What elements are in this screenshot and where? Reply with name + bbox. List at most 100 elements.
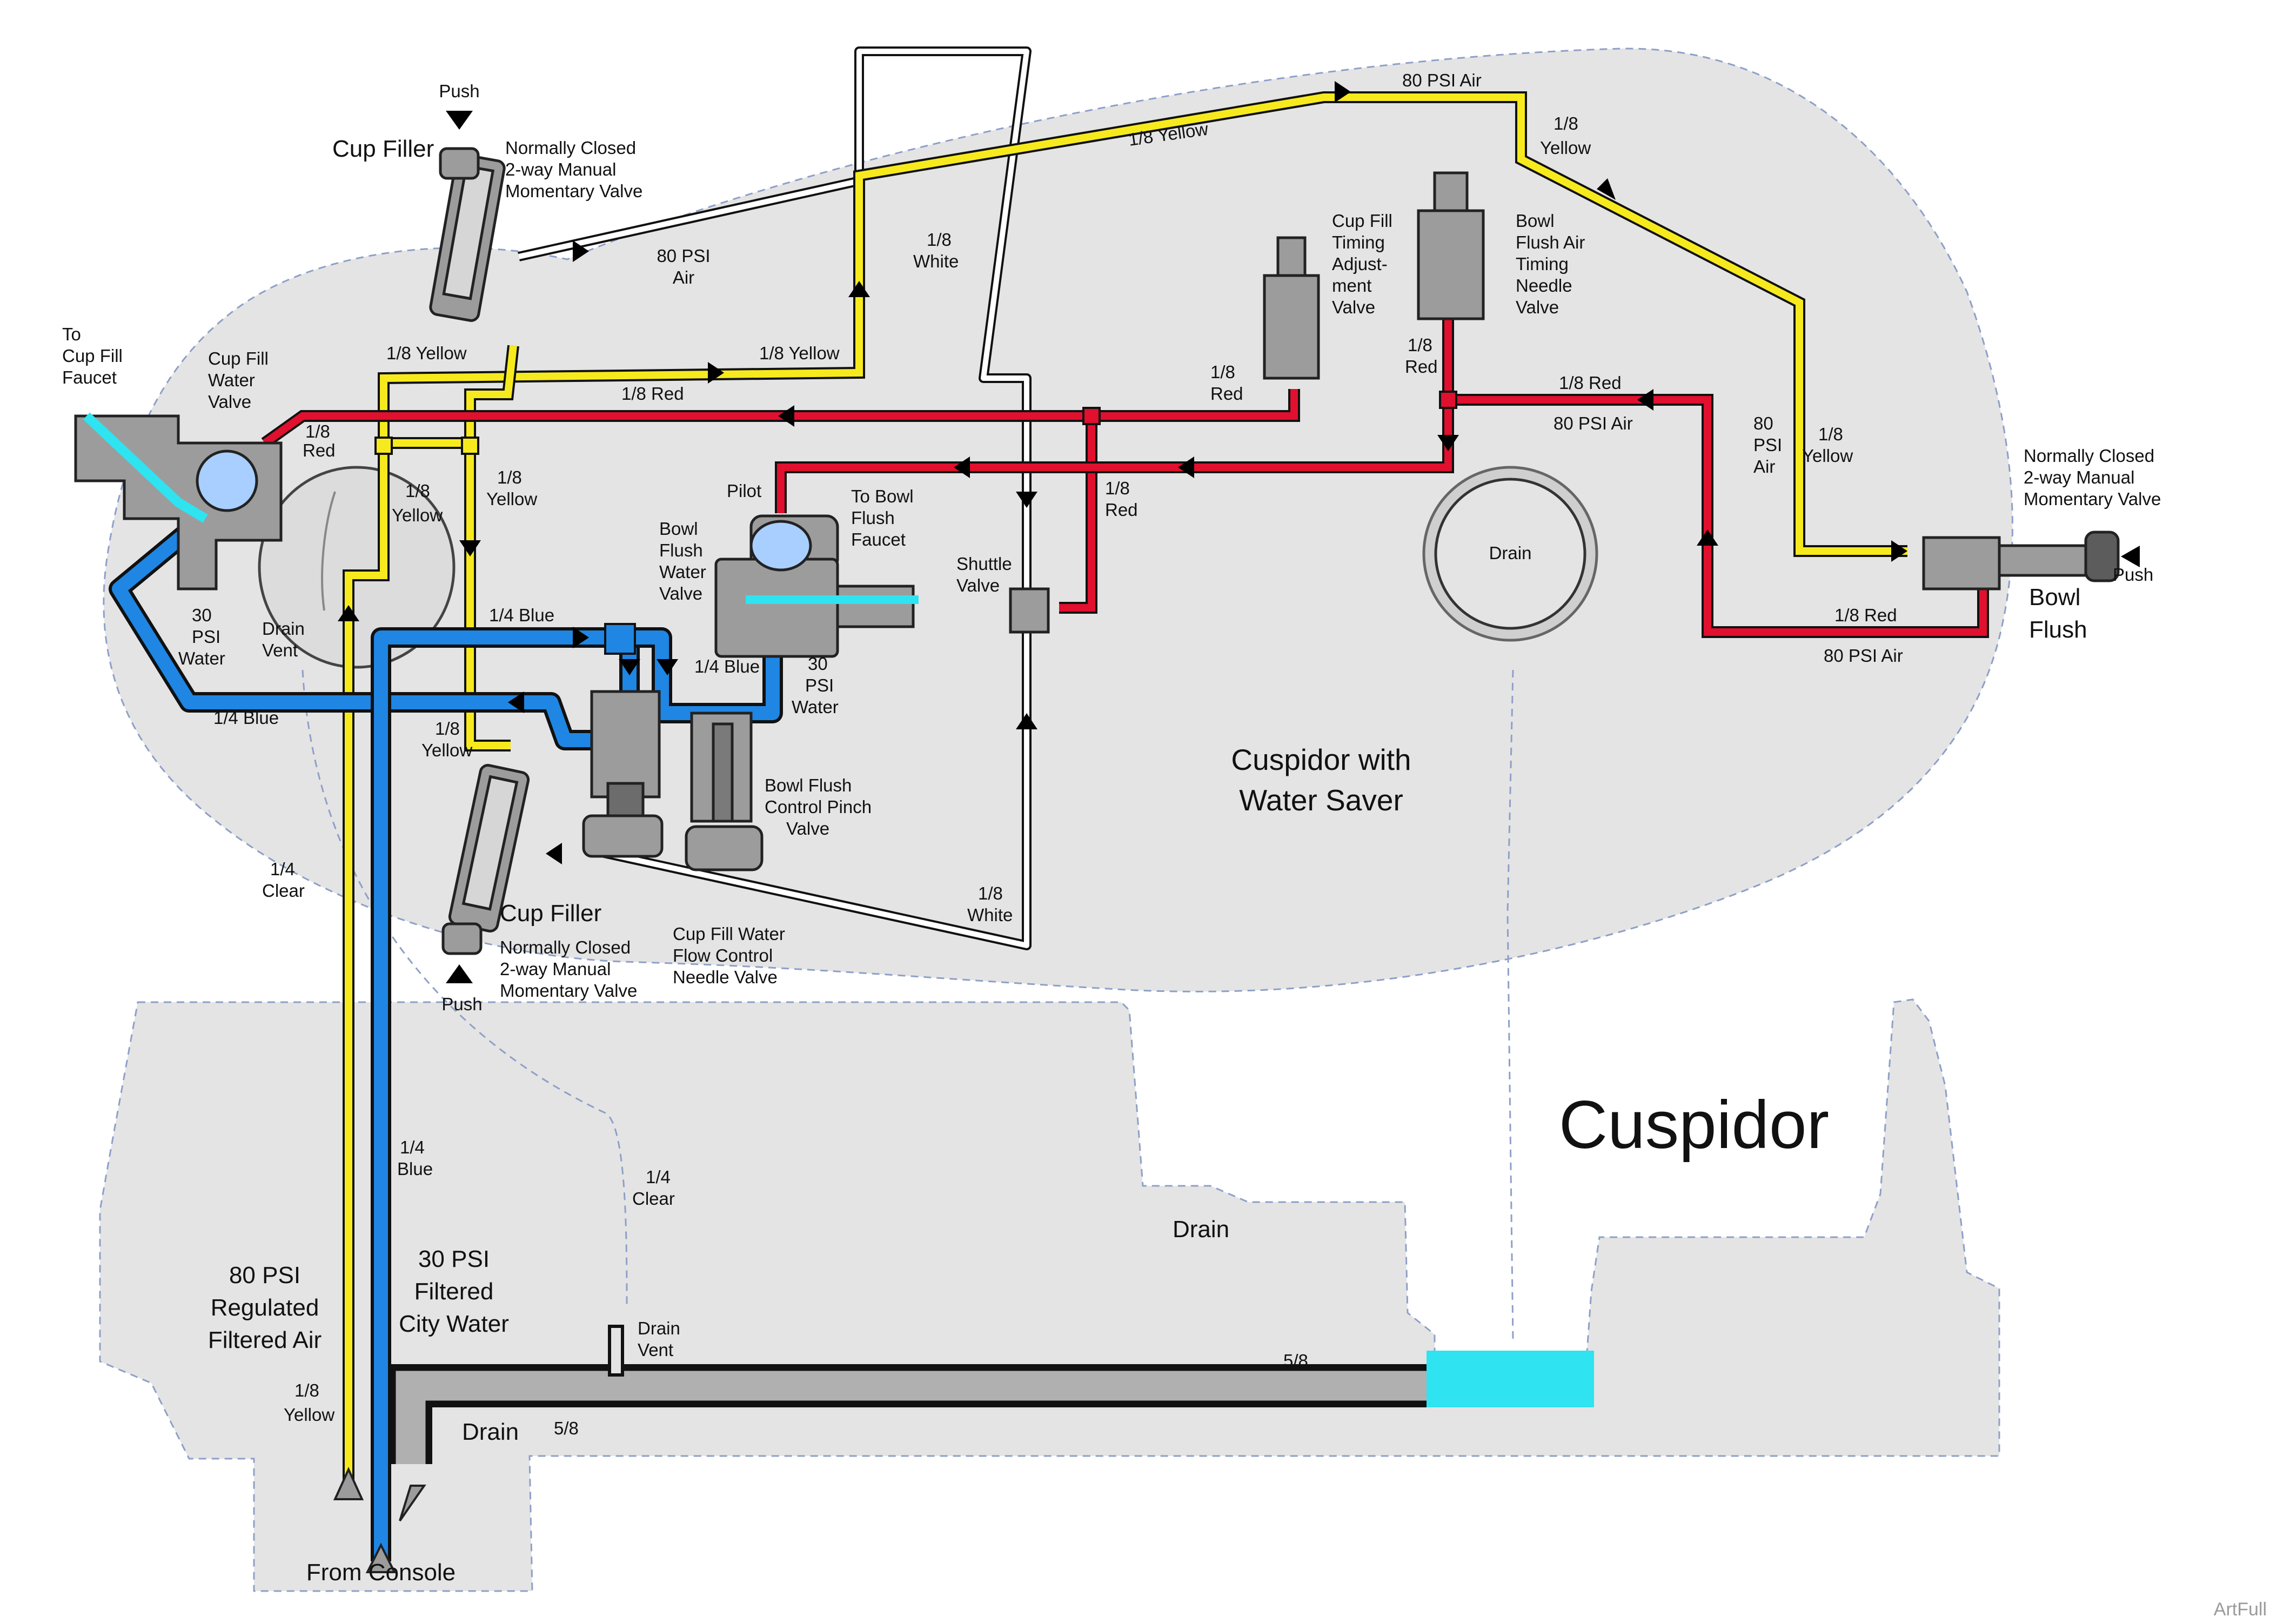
label-size-a: 5/8 <box>1283 1351 1308 1371</box>
label-cft-2: Timing <box>1332 232 1385 252</box>
label-air-red: 80 PSI Air <box>1553 413 1633 433</box>
label-psi30-left-3: Water <box>178 648 225 668</box>
label-red-d-2: Red <box>1405 357 1438 377</box>
label-nc-right-3: Momentary Valve <box>2024 489 2161 509</box>
flow-arrow-icon <box>338 81 1907 864</box>
label-yellow-b: 1/8 Yellow <box>759 343 840 363</box>
label-drain-circle: Drain <box>1489 543 1532 563</box>
label-cft-1: Cup Fill <box>1332 211 1392 231</box>
label-blue-a: 1/4 Blue <box>489 605 554 625</box>
label-blue-d-2: Blue <box>397 1159 433 1179</box>
label-air-vert-2: PSI <box>1753 435 1782 455</box>
label-cff-2: Flow Control <box>673 945 773 965</box>
label-air-reg-2: Regulated <box>211 1294 319 1321</box>
label-nc-bottom-1: Normally Closed <box>500 937 631 957</box>
label-push-bottom: Push <box>441 994 482 1014</box>
label-yellow-d-1: 1/8 <box>497 467 522 487</box>
label-red-d-1: 1/8 <box>1408 335 1432 355</box>
label-nc-top-1: Normally Closed <box>505 138 636 158</box>
label-white-a-1: 1/8 <box>927 230 952 250</box>
valve-icon[interactable] <box>429 147 506 322</box>
label-red-c-2: Red <box>1210 384 1243 404</box>
label-tbf-2: Flush <box>851 508 895 528</box>
label-red-g-1: 1/8 <box>1105 478 1130 498</box>
blue-tube <box>109 502 783 1561</box>
valve-icon <box>685 712 764 871</box>
label-nc-right-1: Normally Closed <box>2024 446 2154 466</box>
label-white-b-2: White <box>967 905 1013 925</box>
label-bfa-5: Valve <box>1516 297 1559 317</box>
label-drain-vent-bottom-1: Drain <box>638 1318 680 1338</box>
label-white-b-1: 1/8 <box>978 883 1003 903</box>
label-tbf-1: To Bowl <box>851 486 914 506</box>
label-from-console: From Console <box>306 1559 456 1586</box>
label-nc-top-2: 2-way Manual <box>505 159 616 179</box>
label-bfa-3: Timing <box>1516 254 1569 274</box>
inlet-triangle-icon <box>333 1467 426 1573</box>
label-blue-b: 1/4 Blue <box>694 656 760 676</box>
label-air-mid-1: 80 PSI <box>657 246 710 266</box>
drain-pipe <box>389 1325 1594 1464</box>
label-yellow-d-2: Yellow <box>486 489 537 509</box>
guide-line-left <box>302 669 628 1308</box>
label-drain-vent-top-1: Drain <box>262 619 305 639</box>
label-cff-3: Needle Valve <box>673 967 778 987</box>
label-red-g-2: Red <box>1105 500 1138 520</box>
label-nc-top-3: Momentary Valve <box>505 181 642 201</box>
label-yellow-a: 1/8 Yellow <box>386 343 467 363</box>
label-yellow-e-2: Yellow <box>1540 138 1591 158</box>
valve-icon <box>1417 171 1485 320</box>
label-blue-c: 1/4 Blue <box>213 708 279 728</box>
bowl-drain-left <box>258 466 456 669</box>
white-tube <box>518 46 1032 950</box>
valve-icon <box>582 690 664 858</box>
label-cup-filler-bottom: Cup Filler <box>500 900 601 927</box>
valve-icon <box>714 514 919 658</box>
label-to-faucet-2: Cup Fill <box>62 346 123 366</box>
label-drain-mid: Drain <box>1173 1216 1229 1243</box>
label-nc-right-2: 2-way Manual <box>2024 467 2134 487</box>
label-clear-b-2: Clear <box>632 1189 675 1209</box>
label-yellow-h-2: Yellow <box>284 1405 334 1425</box>
label-clear-b-1: 1/4 <box>646 1167 671 1187</box>
label-nc-bottom-2: 2-way Manual <box>500 959 611 979</box>
label-cfwv-1: Cup Fill <box>208 348 269 368</box>
label-nc-bottom-3: Momentary Valve <box>500 981 637 1001</box>
label-pinch-1: Bowl Flush <box>765 775 852 795</box>
label-yellow-f-1: 1/8 <box>1818 424 1843 444</box>
label-size-b: 5/8 <box>554 1418 579 1438</box>
label-bfa-1: Bowl <box>1516 211 1555 231</box>
label-blue-d-1: 1/4 <box>400 1137 425 1157</box>
label-bfwv-4: Valve <box>659 583 702 603</box>
valve-icon[interactable] <box>441 764 530 955</box>
label-bfa-2: Flush Air <box>1516 232 1585 252</box>
label-yellow-e-1: 1/8 <box>1553 113 1578 133</box>
label-cfwv-3: Valve <box>208 392 251 412</box>
watermark: ArtFull <box>2214 1599 2267 1620</box>
label-city-water-2: Filtered <box>414 1278 494 1305</box>
label-cfwv-2: Water <box>208 370 255 390</box>
label-air-reg-3: Filtered Air <box>208 1327 322 1353</box>
label-tbf-3: Faucet <box>851 529 906 549</box>
label-air-vert-1: 80 <box>1753 413 1773 433</box>
label-air-reg-1: 80 PSI <box>229 1262 300 1289</box>
label-push-top: Push <box>439 81 479 101</box>
label-yellow-c-1: 1/8 <box>405 481 430 501</box>
label-air-top: 80 PSI Air <box>1402 70 1482 90</box>
valve-icon[interactable] <box>1922 531 2120 590</box>
subtitle-line-1: Cuspidor with <box>1231 743 1411 776</box>
label-cft-5: Valve <box>1332 297 1375 317</box>
label-clear-a-2: Clear <box>262 881 305 901</box>
label-red-b-1: 1/8 <box>305 421 330 441</box>
label-pinch-2: Control Pinch <box>765 797 872 817</box>
label-red-f: 1/8 Red <box>1834 605 1897 625</box>
title: Cuspidor <box>1559 1088 1829 1163</box>
label-bowl-flush-1: Bowl <box>2029 584 2080 610</box>
label-bfwv-2: Flush <box>659 540 703 560</box>
cabinet-outline <box>99 998 2000 1592</box>
valve-icon <box>1263 236 1320 380</box>
label-psi30-mid-3: Water <box>792 697 839 717</box>
label-air-bottom: 80 PSI Air <box>1824 646 1903 666</box>
label-drain-vent-bottom-2: Vent <box>638 1340 673 1360</box>
